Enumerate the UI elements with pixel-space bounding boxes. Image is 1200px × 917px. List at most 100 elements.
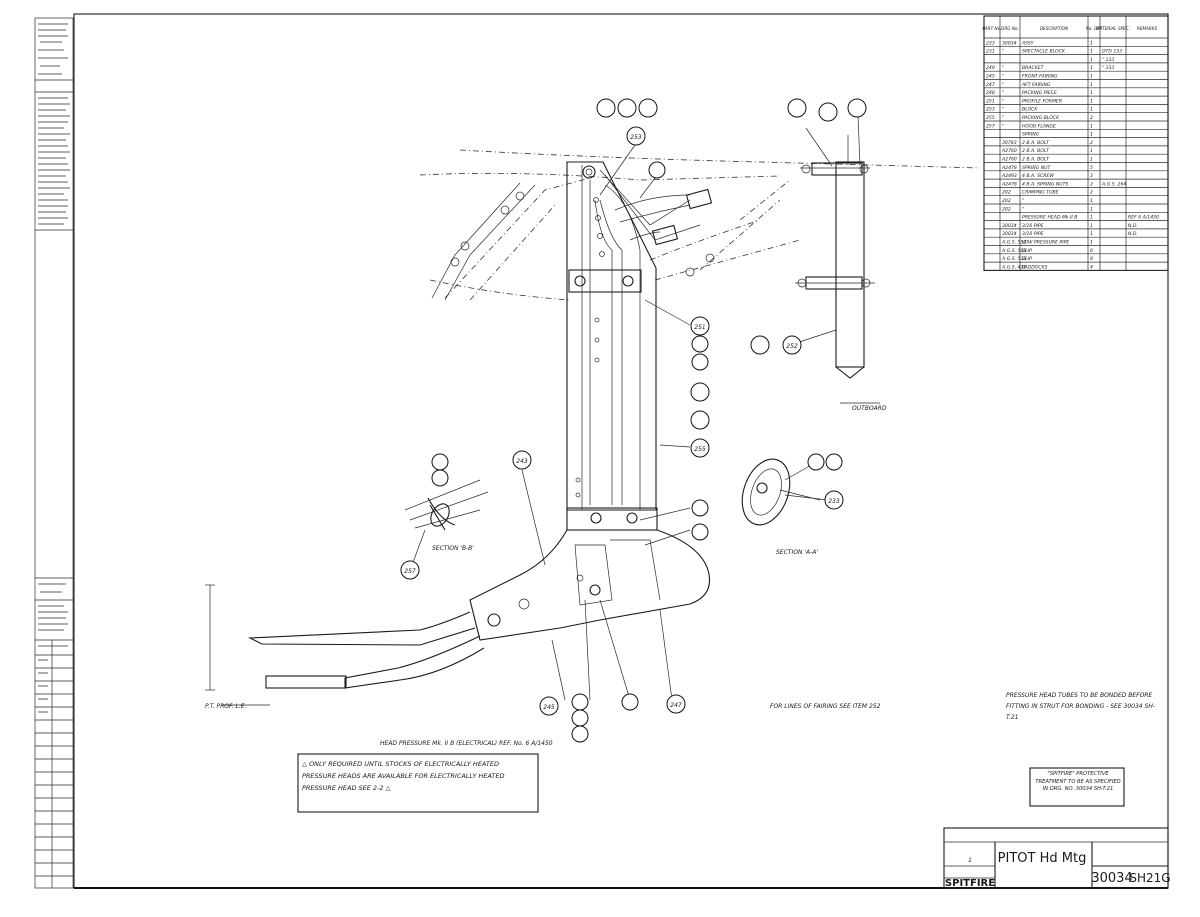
callout-251-label: 251 bbox=[694, 324, 705, 331]
bom-cell: 257 bbox=[986, 123, 995, 129]
callout-233: 233 bbox=[824, 490, 844, 510]
bom-header-cell: No. OFF bbox=[1086, 26, 1103, 31]
bom-cell: 1 bbox=[1090, 65, 1093, 71]
bom-cell: 1 bbox=[1090, 107, 1093, 113]
callout-255-label: 255 bbox=[694, 446, 706, 453]
bom-cell: CRIMPING TUBE bbox=[1022, 190, 1059, 196]
bom-cell: " bbox=[1002, 98, 1004, 104]
bom-cell: PACKING PIECE bbox=[1022, 90, 1057, 96]
callout-255: 255 bbox=[690, 438, 710, 458]
drawing-number: 30034 bbox=[1091, 871, 1132, 886]
drawing-title: PITOT Hd Mtg bbox=[998, 851, 1087, 866]
pt-prof-note: P.T. PROF. L.E. bbox=[205, 703, 247, 710]
treatment-note-container: "SPITFIRE" PROTECTIVE TREATMENT TO BE AS… bbox=[1035, 771, 1120, 792]
bom-cell: SPRING bbox=[1022, 132, 1040, 138]
bom-cell: 1 bbox=[1090, 123, 1093, 129]
callout-251: 251 bbox=[690, 316, 710, 336]
bom-header-cell: MATERIAL SPEC. bbox=[1096, 26, 1130, 31]
bom-cell: 3 bbox=[1090, 173, 1093, 179]
bom-cell: BRACKET bbox=[1022, 65, 1045, 71]
bom-cell: 202 bbox=[1002, 190, 1011, 196]
bom-cell: 1 bbox=[1090, 132, 1093, 138]
bom-cell: 247 bbox=[986, 82, 995, 88]
bom-cell: 1 bbox=[1090, 223, 1093, 229]
bonding-note-container: PRESSURE HEAD TUBES TO BE BONDED BEFORE … bbox=[1006, 692, 1155, 721]
bom-cell: 1 bbox=[1090, 74, 1093, 80]
bom-cell: BLOCK bbox=[1022, 107, 1038, 113]
callout-245: 245 bbox=[539, 696, 559, 716]
bom-cell: PADDOCKS bbox=[1022, 264, 1048, 270]
leader-lines bbox=[411, 144, 837, 701]
bom-cell: " bbox=[1002, 49, 1004, 55]
scale-value: 1 bbox=[968, 857, 972, 864]
callout-243-label: 243 bbox=[516, 458, 528, 465]
bom-cell: N.D. bbox=[1128, 223, 1138, 229]
bom-cell: 4 bbox=[1090, 264, 1093, 270]
callout-245-label: 245 bbox=[543, 704, 555, 711]
bonding-note: PRESSURE HEAD TUBES TO BE BONDED BEFORE … bbox=[1006, 692, 1155, 721]
bom-cell: HOOD FLANGE bbox=[1022, 123, 1056, 129]
bom-cell: 30783 bbox=[1002, 140, 1017, 146]
bom-cell: 253 bbox=[986, 107, 995, 113]
wing-structure-phantom bbox=[419, 149, 981, 301]
fairing-lines-note: FOR LINES OF FAIRING SEE ITEM 252 bbox=[770, 703, 881, 710]
side-view-tube bbox=[795, 115, 875, 379]
boxed-note-container: △ ONLY REQUIRED UNTIL STOCKS OF ELECTRIC… bbox=[302, 760, 505, 792]
bom-cell: PROFILE FORMER bbox=[1022, 98, 1062, 104]
bom-header-cell: DESCRIPTION bbox=[1040, 26, 1069, 31]
pressure-head-ref-note: HEAD PRESSURE Mk. II B (ELECTRICAL) REF.… bbox=[380, 740, 553, 747]
bom-header-cell: PART No. bbox=[982, 26, 1001, 31]
bom-cell: A.G.S. 508 bbox=[1001, 248, 1026, 254]
callout-233-label: 233 bbox=[828, 498, 840, 505]
bom-cell: 1 bbox=[1090, 40, 1093, 46]
bom-cell: " bbox=[1022, 206, 1024, 212]
bom-cell: 2 bbox=[1090, 181, 1093, 187]
bom-cell: A.G.S. 264 bbox=[1101, 181, 1126, 187]
boxed-note-frame bbox=[297, 753, 539, 813]
sheet-number: SH21G bbox=[1129, 871, 1170, 885]
bom-cell: A.G.S. 538 bbox=[1001, 256, 1026, 262]
callout-252-label: 252 bbox=[786, 343, 798, 350]
dimension-vertical bbox=[205, 584, 270, 706]
bom-cell: 2 bbox=[1090, 115, 1093, 121]
bom-cell: A2478 bbox=[1001, 165, 1017, 171]
bom-cell: 8 bbox=[1090, 256, 1093, 262]
bom-cell: 6 bbox=[1090, 248, 1093, 254]
bom-cell: " bbox=[1002, 123, 1004, 129]
callout-252: 252 bbox=[782, 335, 802, 355]
reference-bubbles bbox=[431, 98, 867, 743]
bom-cell: " bbox=[1002, 82, 1004, 88]
bom-cell: 1 bbox=[1090, 148, 1093, 154]
bom-cell: 255 bbox=[986, 115, 995, 121]
bom-cell: A2493 bbox=[1001, 173, 1017, 179]
bom-cell: " bbox=[1022, 198, 1024, 204]
bom-cell: 2 bbox=[1090, 190, 1093, 196]
bom-cell: AFT FAIRING bbox=[1021, 82, 1051, 88]
callout-257: 257 bbox=[400, 560, 420, 580]
section-aa-detail bbox=[741, 458, 821, 526]
bom-cell: SPECTACLE BLOCK bbox=[1022, 49, 1066, 55]
bom-cell: 1 bbox=[1090, 82, 1093, 88]
bom-cell: A.G.S. 550 bbox=[1001, 240, 1026, 246]
bom-cell: DTD 133 bbox=[1102, 49, 1122, 55]
bom-cell: 248 bbox=[986, 90, 995, 96]
bom-cell: 1 bbox=[1090, 215, 1093, 221]
bom-cell: 3/16 PIPE bbox=[1022, 231, 1044, 237]
bom-cell: 1 bbox=[1090, 90, 1093, 96]
bom-cell: " bbox=[1002, 107, 1004, 113]
bom-cell: SPRING NUT bbox=[1022, 165, 1051, 171]
callout-253-label: 253 bbox=[630, 134, 642, 141]
bom-cell: 30034 bbox=[1002, 40, 1017, 46]
bom-cell: 3/16 PIPE bbox=[1022, 223, 1044, 229]
callout-243: 243 bbox=[512, 450, 532, 470]
bom-cell: 249 bbox=[986, 65, 995, 71]
callout-247: 247 bbox=[666, 694, 686, 714]
bom-cell: FRONT FAIRING bbox=[1022, 74, 1058, 80]
bom-cell: 245 bbox=[986, 74, 995, 80]
bom-cell: 1 bbox=[1090, 57, 1093, 63]
bom-cell: " 133 bbox=[1102, 57, 1114, 63]
bom-cell: " bbox=[1002, 90, 1004, 96]
bom-cell: PRESSURE HEAD Mk.II B bbox=[1022, 215, 1077, 221]
